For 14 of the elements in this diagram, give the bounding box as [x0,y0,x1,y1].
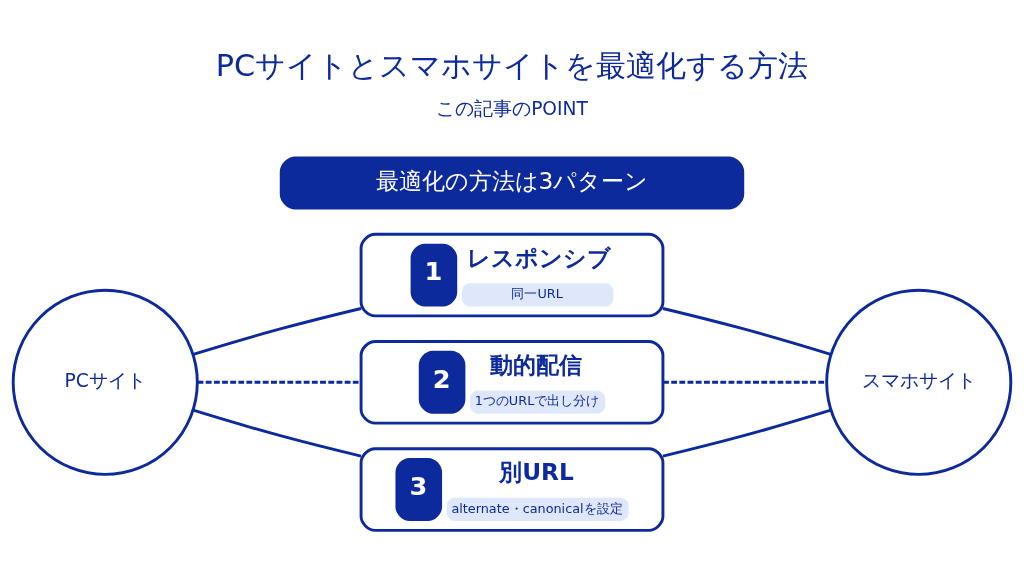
node-box: 1 レスポンシブ 同一URL [359,232,665,317]
node-box: 2 動的配信 1つのURLで出し分け [359,339,665,425]
connector [192,408,362,458]
diagram-title: PCサイトとスマホサイトを最適化する方法 [215,47,809,83]
node-circle: PCサイト [11,288,199,476]
label: この記事のPOINT [436,97,588,119]
node-box: 最適化の方法は3パターン [279,156,745,210]
node-box: 3 別URL alternate・canonicalを設定 [359,446,665,532]
connector [662,408,832,458]
connector [192,306,362,356]
connector [662,306,832,356]
connector [663,380,827,384]
node-circle: スマホサイト [825,288,1013,476]
connector [197,380,361,384]
